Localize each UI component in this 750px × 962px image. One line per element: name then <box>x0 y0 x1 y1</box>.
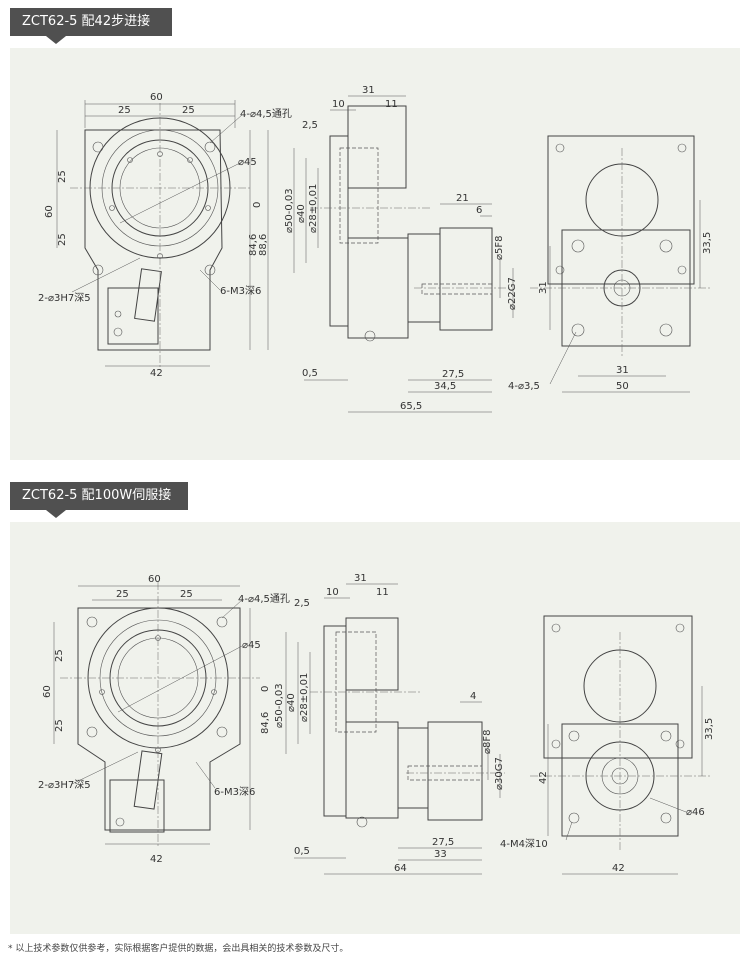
front2-dim-60: 60 <box>148 574 161 585</box>
side-dim-05: 0,5 <box>302 368 318 379</box>
front2-d45: ⌀45 <box>242 640 261 651</box>
section-1-drawing-panel: 60 25 25 4-⌀4,5通孔 ⌀45 25 60 25 0 84,6 88… <box>10 48 740 460</box>
side-dim-11: 11 <box>385 99 398 110</box>
rear-h335: 33,5 <box>702 232 713 254</box>
front-hole-label: 4-⌀4,5通孔 <box>240 108 292 120</box>
front2-h846: 84,6 <box>260 712 271 734</box>
front-view-2: 60 25 25 4-⌀4,5通孔 ⌀45 25 60 25 0 84,6 2-… <box>38 574 290 865</box>
side-dim-6: 6 <box>476 205 482 216</box>
front-dim-25b: 25 <box>182 105 195 116</box>
rear-hole-label: 4-⌀3,5 <box>508 381 540 392</box>
side2-dim-275: 27,5 <box>432 837 454 848</box>
front2-h0: 0 <box>260 686 271 692</box>
side-dim-25: 2,5 <box>302 120 318 131</box>
side2-d50: ⌀50-0,03 <box>274 683 285 728</box>
side2-dim-33: 33 <box>434 849 447 860</box>
rear-view: 33,5 31 31 50 4-⌀3,5 <box>508 135 713 393</box>
front-h25a: 25 <box>57 170 68 183</box>
rear-view-2: 33,5 42 42 ⌀46 4-M4深10 <box>500 615 715 875</box>
front2-h25b: 25 <box>54 719 65 732</box>
side2-d28: ⌀28±0,01 <box>299 673 310 722</box>
front-h60: 60 <box>44 205 55 218</box>
side-dim-21: 21 <box>456 193 469 204</box>
rear2-h42: 42 <box>538 771 549 784</box>
side-d50: ⌀50-0,03 <box>284 188 295 233</box>
section-2-drawing: 60 25 25 4-⌀4,5通孔 ⌀45 25 60 25 0 84,6 2-… <box>38 573 715 875</box>
side2-dim-4: 4 <box>470 691 476 702</box>
front-h886: 88,6 <box>258 234 269 256</box>
rear2-hole-label: 4-M4深10 <box>500 838 548 850</box>
front-m3-label: 6-M3深6 <box>220 285 261 297</box>
front-h0: 0 <box>252 202 263 208</box>
rear-w31: 31 <box>616 365 629 376</box>
side2-d40: ⌀40 <box>286 693 297 712</box>
front-h25b: 25 <box>57 233 68 246</box>
side-dim-31: 31 <box>362 85 375 96</box>
front-dim-25a: 25 <box>118 105 131 116</box>
front-d45: ⌀45 <box>238 157 257 168</box>
side2-dim-11: 11 <box>376 587 389 598</box>
front-dim-60: 60 <box>150 92 163 103</box>
front-dim-42: 42 <box>150 368 163 379</box>
front2-hole-label: 4-⌀4,5通孔 <box>238 593 290 605</box>
section-1-tab: ZCT62-5 配42步进接口 <box>10 8 172 57</box>
side-view-2: 31 10 11 2,5 ⌀50-0,03 ⌀40 ⌀28±0,01 4 ⌀8F… <box>274 573 505 875</box>
side-d5: ⌀5F8 <box>494 236 505 261</box>
side2-dim-64: 64 <box>394 863 407 874</box>
side2-d8: ⌀8F8 <box>482 730 493 755</box>
front2-dim-25b: 25 <box>180 589 193 600</box>
front2-pin-label: 2-⌀3H7深5 <box>38 779 91 791</box>
side2-d30: ⌀30G7 <box>494 757 505 790</box>
rear-w50: 50 <box>616 381 629 392</box>
side2-dim-31: 31 <box>354 573 367 584</box>
front2-dim-42: 42 <box>150 854 163 865</box>
footer-note: * 以上技术参数仅供参考，实际根据客户提供的数据，会出具相关的技术参数及尺寸。 <box>8 944 349 954</box>
section-2-tab: ZCT62-5 配100W伺服接口 <box>10 482 188 531</box>
side-d22: ⌀22G7 <box>507 277 518 310</box>
side-view: 31 10 11 2,5 ⌀50-0,03 ⌀40 ⌀28±0,01 21 6 … <box>284 85 518 413</box>
rear-h31: 31 <box>538 281 549 294</box>
rear2-d46: ⌀46 <box>686 807 705 818</box>
section-2-drawing-panel: 60 25 25 4-⌀4,5通孔 ⌀45 25 60 25 0 84,6 2-… <box>10 522 740 934</box>
front-h846: 84,6 <box>248 234 259 256</box>
front2-h25a: 25 <box>54 649 65 662</box>
side-dim-10: 10 <box>332 99 345 110</box>
rear2-w42: 42 <box>612 863 625 874</box>
side2-dim-25: 2,5 <box>294 598 310 609</box>
side2-dim-10: 10 <box>326 587 339 598</box>
rear2-h335: 33,5 <box>704 718 715 740</box>
side-dim-275: 27,5 <box>442 369 464 380</box>
front2-m3-label: 6-M3深6 <box>214 786 255 798</box>
side2-dim-05: 0,5 <box>294 846 310 857</box>
side-d40: ⌀40 <box>296 204 307 223</box>
section-1-drawing: 60 25 25 4-⌀4,5通孔 ⌀45 25 60 25 0 84,6 88… <box>38 85 713 413</box>
front2-dim-25a: 25 <box>116 589 129 600</box>
side-dim-345: 34,5 <box>434 381 456 392</box>
side-d28: ⌀28±0,01 <box>308 184 319 233</box>
front2-h60: 60 <box>42 685 53 698</box>
side-dim-655: 65,5 <box>400 401 422 412</box>
front-pin-label: 2-⌀3H7深5 <box>38 292 91 304</box>
front-view: 60 25 25 4-⌀4,5通孔 ⌀45 25 60 25 0 84,6 88… <box>38 92 292 379</box>
